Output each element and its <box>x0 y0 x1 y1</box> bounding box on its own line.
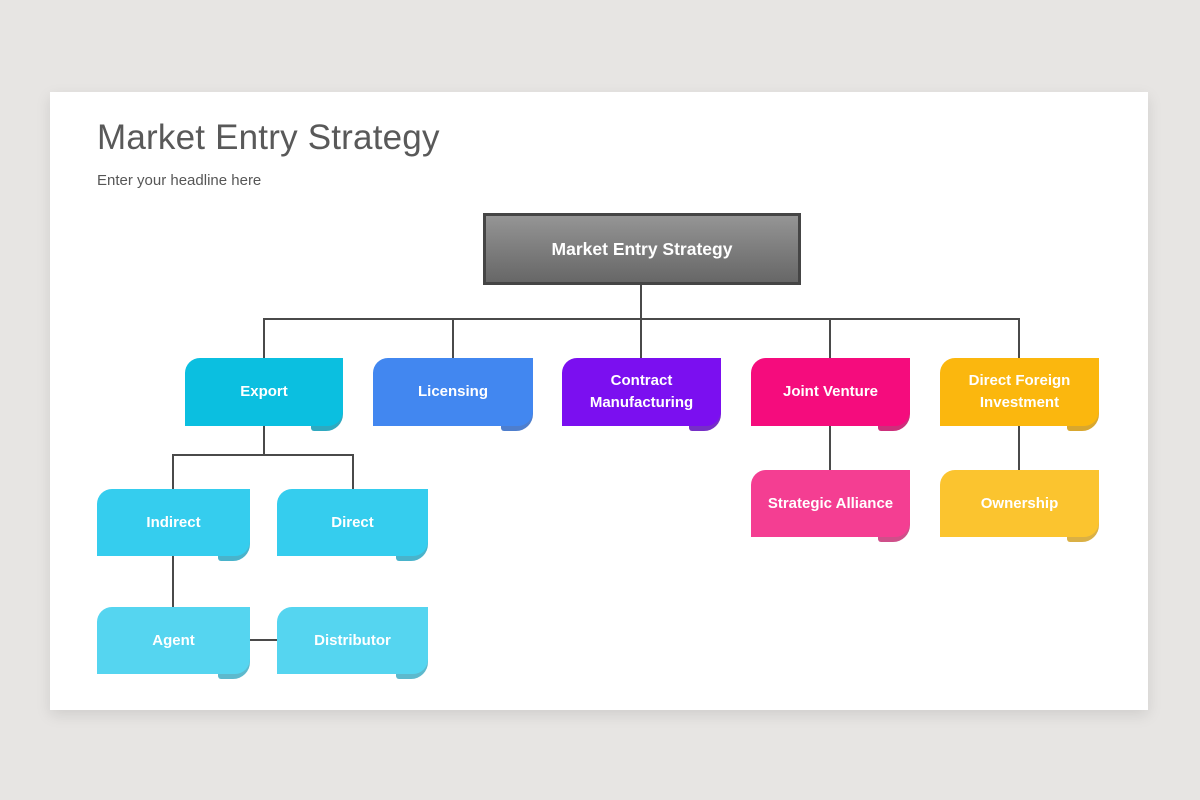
node-agent: Agent <box>97 607 250 679</box>
connector-indirect-stem <box>172 554 174 607</box>
node-ownership: Ownership <box>940 470 1099 542</box>
node-label: Agent <box>152 631 195 649</box>
node-label: Licensing <box>417 383 488 401</box>
node-label: Direct Foreign Investment <box>968 372 1071 411</box>
connector-export-bus <box>172 454 354 456</box>
connector-drop-joint <box>829 318 831 358</box>
node-strategic: Strategic Alliance <box>751 470 910 542</box>
slide-card: Market Entry Strategy Enter your headlin… <box>50 92 1148 710</box>
connector-drop-dfi <box>1018 318 1020 358</box>
page-subtitle: Enter your headline here <box>97 172 262 189</box>
page-title: Market Entry Strategy <box>97 118 440 157</box>
node-label: Ownership <box>980 494 1059 512</box>
slide-header: Market Entry Strategy Enter your headlin… <box>97 118 440 189</box>
org-chart: Market Entry Strategy Export Licensing Con… <box>50 92 1148 710</box>
node-contract: Contract Manufacturing <box>562 358 721 431</box>
node-distributor: Distributor <box>277 607 428 679</box>
node-label: Direct <box>331 513 374 531</box>
node-joint: Joint Venture <box>751 358 910 431</box>
node-indirect: Indirect <box>97 489 250 561</box>
node-label: Joint Venture <box>782 383 879 401</box>
connector-root-stem <box>640 285 642 320</box>
connector-joint-stem <box>829 424 831 470</box>
node-label: Contract Manufacturing <box>589 372 694 411</box>
node-label: Indirect <box>146 513 201 531</box>
node-export: Export <box>185 358 343 431</box>
node-root: Market Entry Strategy <box>483 213 801 285</box>
node-root-label: Market Entry Strategy <box>551 238 733 259</box>
connector-dfi-stem <box>1018 424 1020 470</box>
node-licensing: Licensing <box>373 358 533 431</box>
connector-drop-indirect <box>172 454 174 489</box>
connector-drop-export <box>263 318 265 358</box>
node-label: Strategic Alliance <box>767 494 894 512</box>
connector-agent-distributor <box>249 639 278 641</box>
connector-drop-licensing <box>452 318 454 358</box>
node-dfi: Direct Foreign Investment <box>940 358 1099 431</box>
connector-drop-contract <box>640 318 642 358</box>
connector-drop-direct <box>352 454 354 489</box>
node-label: Distributor <box>314 631 391 649</box>
connector-export-stem <box>263 424 265 456</box>
node-direct: Direct <box>277 489 428 561</box>
node-label: Export <box>240 383 288 401</box>
